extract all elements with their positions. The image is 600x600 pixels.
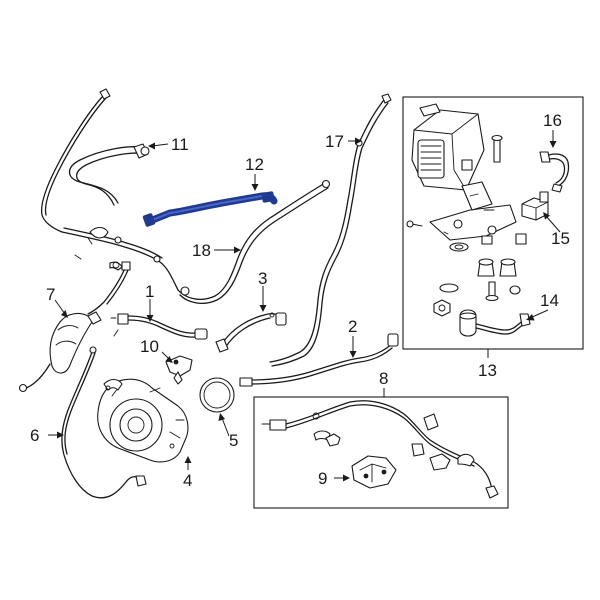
callout-18[interactable]: 18 <box>192 241 211 260</box>
assembly-13-box <box>402 96 584 350</box>
part-4-pump[interactable] <box>97 378 189 463</box>
callout-11[interactable]: 11 <box>171 135 189 154</box>
callout-5[interactable]: 5 <box>229 431 238 450</box>
callout-12[interactable]: 12 <box>245 155 264 174</box>
part-1-sensor[interactable] <box>110 313 208 340</box>
part-18-hose[interactable] <box>177 179 331 304</box>
callout-3[interactable]: 3 <box>258 269 267 288</box>
assembly-8-box <box>253 396 509 509</box>
callout-1[interactable]: 1 <box>145 282 154 301</box>
callout-16[interactable]: 16 <box>543 111 562 130</box>
callout-numbers: 11 12 18 17 3 1 7 10 2 6 4 5 8 9 13 14 1… <box>30 111 570 490</box>
callout-9[interactable]: 9 <box>318 469 327 488</box>
part-12-hose-highlighted[interactable] <box>142 191 278 227</box>
callout-13[interactable]: 13 <box>478 361 497 380</box>
callout-10[interactable]: 10 <box>140 337 159 356</box>
upper-left-line[interactable] <box>40 88 179 291</box>
callout-7[interactable]: 7 <box>46 285 55 304</box>
part-5-gasket[interactable] <box>199 377 235 413</box>
part-10-sensor[interactable] <box>165 355 193 385</box>
part-13-canister-assembly[interactable] <box>406 103 531 337</box>
part-7-harness[interactable] <box>18 311 102 393</box>
callout-14[interactable]: 14 <box>540 291 559 310</box>
part-9-bracket[interactable] <box>351 455 397 489</box>
part-16-hose[interactable] <box>539 151 570 193</box>
part-8-harness[interactable] <box>261 400 499 499</box>
upper-sensor-line[interactable] <box>87 261 131 315</box>
callout-8[interactable]: 8 <box>379 369 388 388</box>
part-6-wire[interactable] <box>61 346 147 499</box>
callout-4[interactable]: 4 <box>183 471 192 490</box>
part-15-valve[interactable] <box>521 191 549 221</box>
part-3-sensor[interactable] <box>215 312 287 353</box>
part-11-hose[interactable] <box>68 143 150 206</box>
callout-6[interactable]: 6 <box>30 426 39 445</box>
leader-lines <box>48 130 561 482</box>
part-2-sensor[interactable] <box>239 333 399 387</box>
callout-17[interactable]: 17 <box>325 132 344 151</box>
callout-2[interactable]: 2 <box>348 317 357 336</box>
part-17-line[interactable] <box>269 93 392 367</box>
callout-15[interactable]: 15 <box>551 229 570 248</box>
